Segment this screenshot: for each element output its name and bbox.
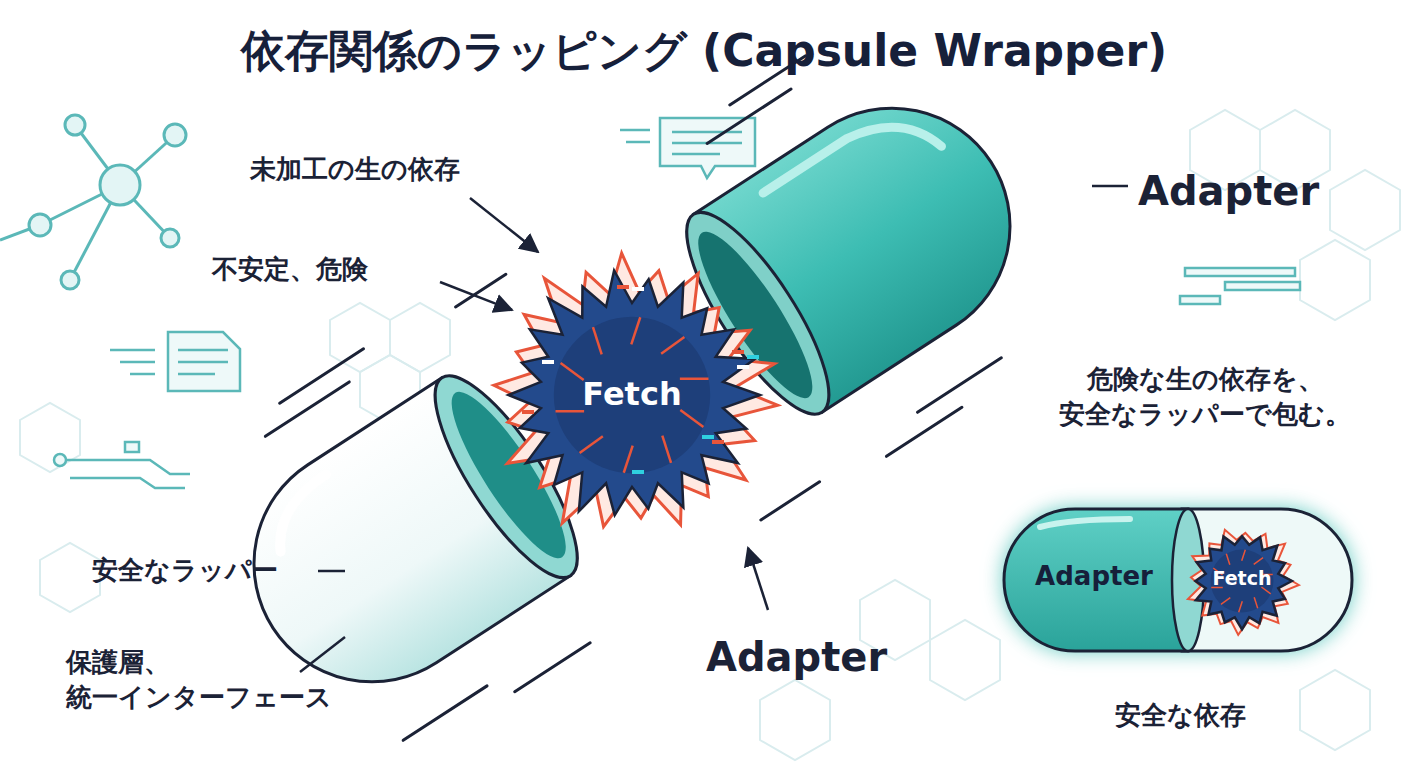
raw-dependency-star: Fetch [482, 245, 782, 545]
annotation: 危険な生の依存を、 安全なラッパーで包む。 [1020, 362, 1390, 432]
wrapper-name: Adapter [1014, 561, 1174, 591]
annotation: 保護層、 統一インターフェース [66, 645, 386, 715]
part-name: Adapter [1138, 164, 1368, 218]
leader-lines [300, 186, 1128, 672]
network-icon [0, 115, 186, 289]
annotation: 安全な依存 [1080, 698, 1280, 733]
dependency-name: Fetch [1186, 567, 1298, 589]
wrapped-capsule: Adapter Fetch [1000, 505, 1356, 655]
annotation: 安全なラッパー [92, 553, 332, 588]
annotation: 未加工の生の依存 [250, 152, 580, 187]
annotation: 不安定、危険 [212, 252, 442, 287]
part-name: Adapter [706, 630, 906, 684]
capsule [170, 3, 1095, 768]
title: 依存関係のラッピング (Capsule Wrapper) [0, 22, 1408, 81]
raw-dependency-star: Fetch [1186, 525, 1298, 637]
dependency-name: Fetch [482, 375, 782, 413]
